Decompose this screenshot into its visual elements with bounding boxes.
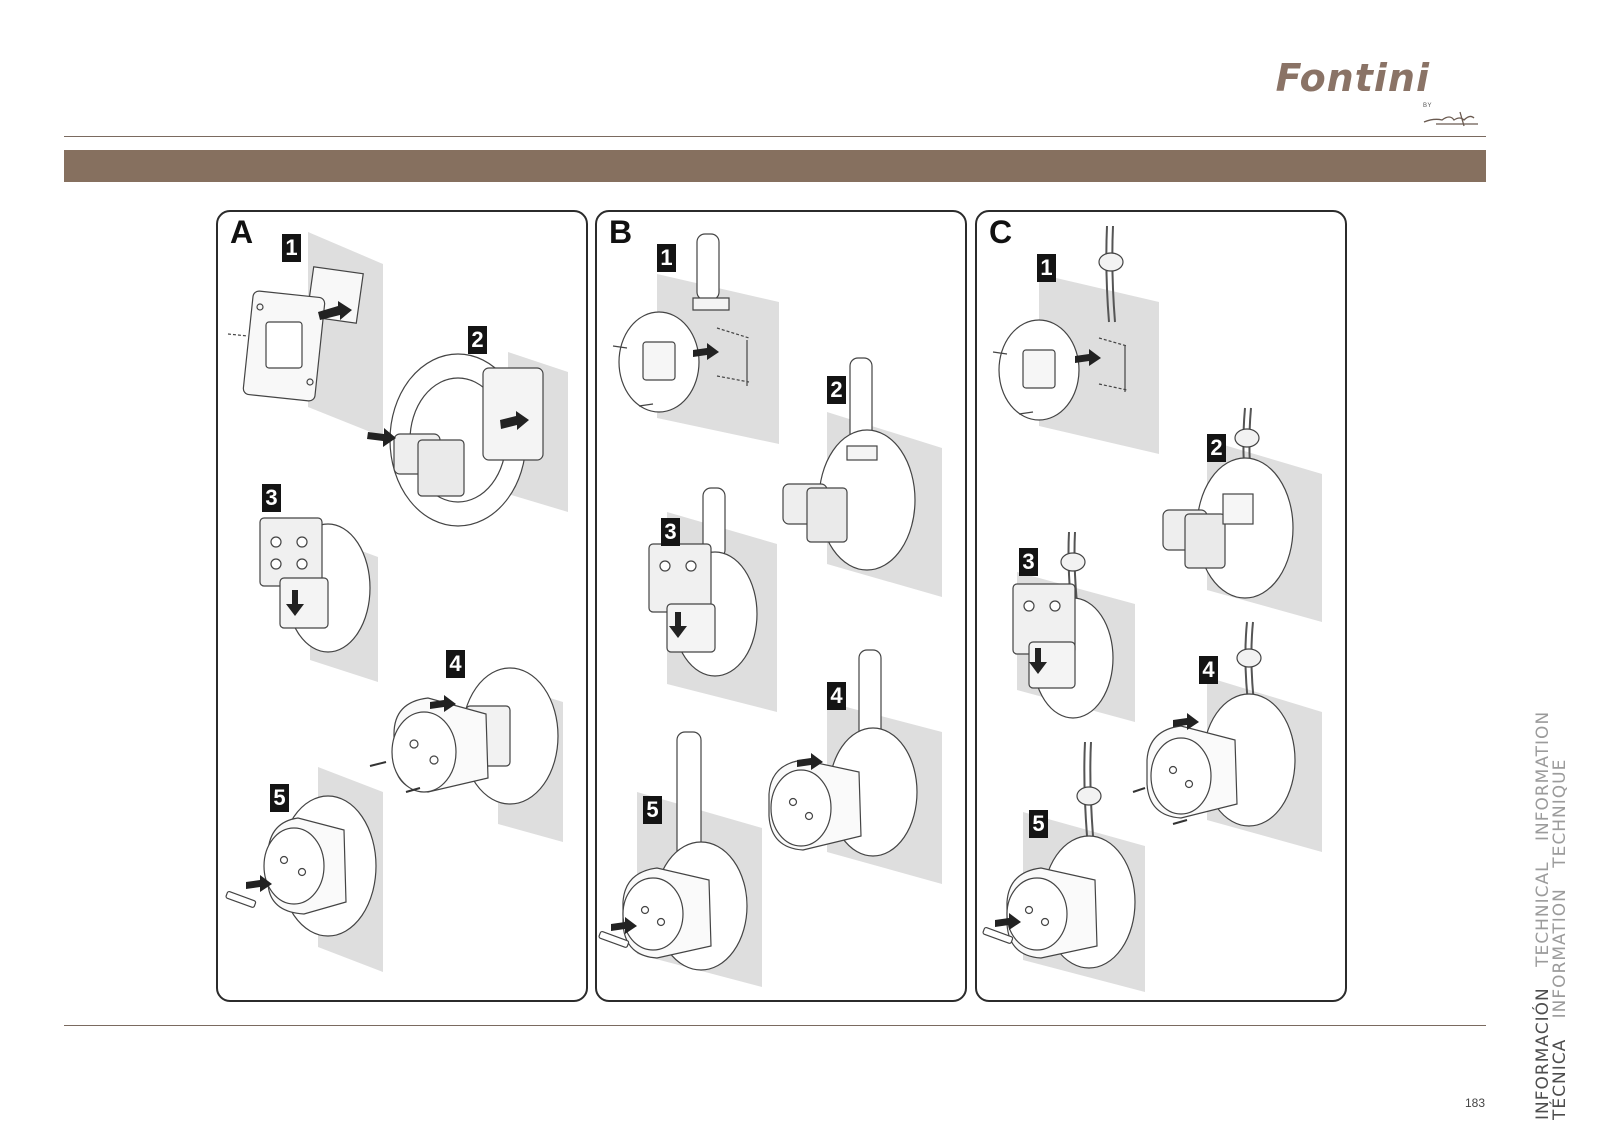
panel-c-illustration bbox=[982, 225, 1322, 992]
panel-letter: A bbox=[230, 214, 254, 250]
step-badge: 3 bbox=[1019, 548, 1038, 576]
panel-a-illustration bbox=[225, 232, 568, 972]
font-signature-icon bbox=[1423, 111, 1478, 127]
bottom-rule bbox=[64, 1025, 1486, 1026]
sidebar-line2-es: TÉCNICA bbox=[1550, 1038, 1570, 1120]
panel-c: C 1 2 3 4 5 bbox=[975, 210, 1347, 1002]
sidebar-line-2: TÉCNICA INFORMATION TECHNIQUE bbox=[1550, 759, 1570, 1120]
section-sidebar-label: INFORMACIÓN TECHNICAL INFORMATION TÉCNIC… bbox=[1526, 711, 1582, 1120]
step-badge: 1 bbox=[1037, 254, 1056, 282]
top-rule bbox=[64, 136, 1486, 137]
step-badge: 1 bbox=[657, 244, 676, 272]
step-badge: 5 bbox=[1029, 810, 1048, 838]
brand-name: Fontini bbox=[1275, 56, 1430, 100]
sidebar-line2-fr: TECHNIQUE bbox=[1550, 758, 1570, 868]
brand-by: BY bbox=[1423, 103, 1433, 109]
page-number: 183 bbox=[1465, 1096, 1486, 1110]
step-badge: 4 bbox=[446, 650, 465, 678]
step-badge: 1 bbox=[282, 234, 301, 262]
panel-letter: C bbox=[989, 214, 1013, 250]
panel-b: B 1 2 3 4 5 bbox=[595, 210, 967, 1002]
step-badge: 4 bbox=[1199, 656, 1218, 684]
panel-letter: B bbox=[609, 214, 633, 250]
step-badge: 2 bbox=[1207, 434, 1226, 462]
step-badge: 5 bbox=[643, 796, 662, 824]
section-band bbox=[64, 150, 1486, 182]
brand-logo: Fontini BY bbox=[1276, 56, 1490, 136]
step-badge: 5 bbox=[270, 784, 289, 812]
panel-a: A 1 2 3 4 5 bbox=[216, 210, 588, 1002]
step-badge: 3 bbox=[661, 518, 680, 546]
step-badge: 3 bbox=[262, 484, 281, 512]
sidebar-line2-en: INFORMATION bbox=[1550, 888, 1570, 1019]
step-badge: 4 bbox=[827, 682, 846, 710]
panel-b-illustration bbox=[598, 233, 942, 987]
step-badge: 2 bbox=[468, 326, 487, 354]
step-badge: 2 bbox=[827, 376, 846, 404]
